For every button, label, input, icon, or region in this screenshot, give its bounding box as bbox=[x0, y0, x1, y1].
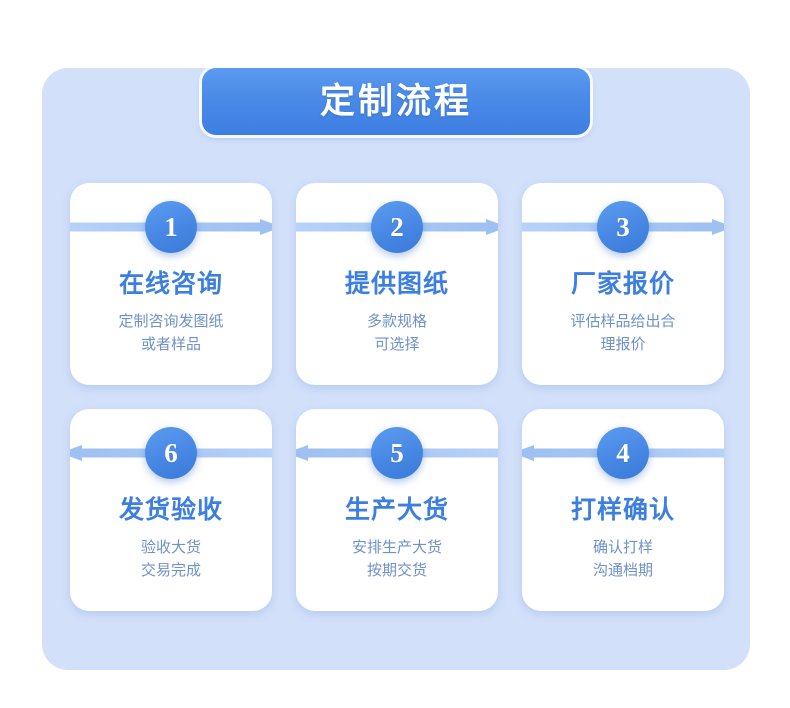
step-description-line: 或者样品 bbox=[140, 336, 201, 354]
page-title: 定制流程 bbox=[319, 82, 472, 121]
step-description: 定制咨询发图纸或者样品 bbox=[80, 310, 262, 357]
step-description-line: 验收大货 bbox=[140, 539, 201, 556]
step-title: 打样确认 bbox=[570, 496, 675, 524]
step-title: 在线咨询 bbox=[118, 270, 223, 298]
step-description: 安排生产大货按期交货 bbox=[306, 536, 488, 583]
step-description: 评估样品给出合理报价 bbox=[532, 310, 714, 357]
step-description-line: 确认打样 bbox=[592, 539, 653, 556]
step-description-line: 理报价 bbox=[600, 336, 646, 354]
step-description-line: 安排生产大货 bbox=[351, 539, 442, 556]
step-number-badge: 5 bbox=[371, 427, 423, 479]
step-number-label: 2 bbox=[390, 211, 404, 242]
step-description-line: 交易完成 bbox=[140, 562, 201, 580]
step-number-label: 5 bbox=[390, 437, 404, 468]
flow-step-card-1[interactable]: 1 在线咨询定制咨询发图纸或者样品 bbox=[70, 183, 272, 385]
flow-step-row: 6 发货验收验收大货交易完成 5 生产大货安排生产大货按期交货 4 打样确认确认打样沟… bbox=[70, 409, 724, 611]
step-title: 厂家报价 bbox=[570, 270, 675, 298]
step-title: 提供图纸 bbox=[344, 270, 449, 298]
step-number-badge: 2 bbox=[371, 201, 423, 253]
step-description-line: 按期交货 bbox=[366, 562, 427, 580]
flow-steps-grid: 1 在线咨询定制咨询发图纸或者样品 2 提供图纸多款规格可选择 3 厂家报价评估样品给… bbox=[70, 183, 724, 635]
step-description-line: 定制咨询发图纸 bbox=[118, 313, 224, 330]
step-title: 生产大货 bbox=[344, 496, 449, 524]
step-number-label: 1 bbox=[164, 211, 178, 242]
step-description: 多款规格可选择 bbox=[306, 310, 488, 357]
step-description-line: 评估样品给出合 bbox=[570, 313, 676, 330]
step-number-label: 6 bbox=[164, 437, 178, 468]
section-header-banner: 定制流程 bbox=[202, 68, 590, 135]
flow-step-card-4[interactable]: 4 打样确认确认打样沟通档期 bbox=[522, 409, 724, 611]
step-description: 验收大货交易完成 bbox=[80, 536, 262, 583]
step-title: 发货验收 bbox=[118, 496, 223, 524]
step-number-label: 4 bbox=[616, 437, 630, 468]
flow-step-card-3[interactable]: 3 厂家报价评估样品给出合理报价 bbox=[522, 183, 724, 385]
step-number-badge: 1 bbox=[145, 201, 197, 253]
step-number-badge: 4 bbox=[597, 427, 649, 479]
step-description-line: 沟通档期 bbox=[592, 562, 653, 580]
step-description-line: 多款规格 bbox=[366, 313, 427, 330]
flow-step-row: 1 在线咨询定制咨询发图纸或者样品 2 提供图纸多款规格可选择 3 厂家报价评估样品给… bbox=[70, 183, 724, 385]
step-description: 确认打样沟通档期 bbox=[532, 536, 714, 583]
flow-step-card-6[interactable]: 6 发货验收验收大货交易完成 bbox=[70, 409, 272, 611]
step-description-line: 可选择 bbox=[374, 336, 420, 354]
flow-step-card-5[interactable]: 5 生产大货安排生产大货按期交货 bbox=[296, 409, 498, 611]
step-number-label: 3 bbox=[616, 211, 630, 242]
flow-step-card-2[interactable]: 2 提供图纸多款规格可选择 bbox=[296, 183, 498, 385]
step-number-badge: 3 bbox=[597, 201, 649, 253]
step-number-badge: 6 bbox=[145, 427, 197, 479]
